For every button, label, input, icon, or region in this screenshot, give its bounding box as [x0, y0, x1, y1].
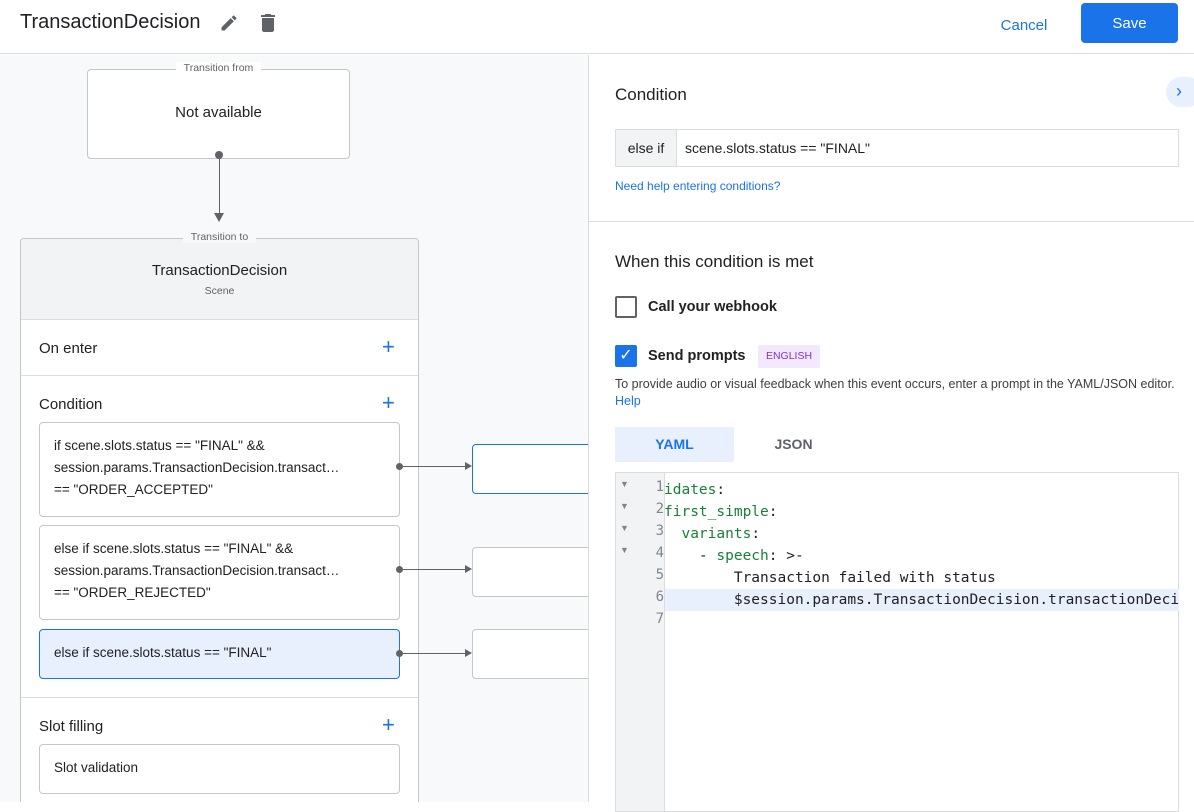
fold-icon[interactable]: ▼	[620, 545, 629, 555]
condition-value[interactable]: scene.slots.status == "FINAL"	[685, 140, 871, 156]
line-number: 2	[655, 501, 664, 517]
slot-filling-section: Slot filling +	[21, 698, 418, 798]
condition-input[interactable]: else if scene.slots.status == "FINAL"	[615, 129, 1179, 167]
condition-line: session.params.TransactionDecision.trans…	[54, 460, 340, 475]
transition-target[interactable]	[472, 444, 588, 494]
condition-item[interactable]: else if scene.slots.status == "FINAL" &&…	[39, 525, 400, 620]
transition-target[interactable]	[472, 547, 588, 597]
slot-validation-label: Slot validation	[54, 760, 139, 775]
condition-line: if scene.slots.status == "FINAL" &&	[54, 438, 265, 453]
prompt-help: To provide audio or visual feedback when…	[615, 377, 1175, 391]
tab-yaml[interactable]: YAML	[615, 427, 734, 462]
code-key: first_simple	[664, 504, 769, 520]
scene-name: TransactionDecision	[151, 262, 288, 279]
code-text: :	[768, 504, 778, 520]
cancel-button[interactable]: Cancel	[1000, 16, 1048, 34]
transition-target[interactable]	[472, 629, 588, 679]
condition-line: session.params.TransactionDecision.trans…	[54, 563, 340, 578]
scene-header[interactable]: Transition to TransactionDecision Scene	[21, 231, 418, 320]
condition-heading: Condition	[615, 85, 687, 104]
prompt-help-text: To provide audio or visual feedback when…	[615, 376, 1175, 410]
line-number: 4	[655, 545, 664, 561]
add-slot-icon[interactable]: +	[382, 712, 395, 737]
code-key: speech	[716, 548, 769, 564]
transition-from-legend: Transition from	[175, 62, 262, 74]
add-condition-icon[interactable]: +	[382, 390, 395, 415]
code-indent	[664, 526, 681, 542]
slot-validation-item[interactable]: Slot validation	[39, 744, 400, 794]
line-number: 7	[655, 611, 664, 627]
line-number: 3	[655, 523, 664, 539]
condition-section: Condition +	[21, 376, 418, 698]
code-text: : >-	[768, 548, 804, 564]
transition-from-card: Transition from Not available	[87, 62, 350, 159]
condition-label: Condition	[39, 396, 103, 413]
condition-line: == "ORDER_ACCEPTED"	[54, 482, 213, 497]
fold-icon[interactable]: ▼	[620, 523, 629, 533]
fold-icon[interactable]: ▼	[620, 479, 629, 489]
scene-type: Scene	[204, 285, 235, 297]
code-text: Transaction failed with status	[664, 570, 996, 586]
flow-canvas[interactable]: Transition from Not available Transition…	[0, 55, 588, 802]
connector-line	[218, 155, 220, 214]
language-badge: ENGLISH	[758, 345, 820, 368]
pencil-icon[interactable]	[219, 13, 239, 33]
fold-icon[interactable]: ▼	[620, 501, 629, 511]
tab-json[interactable]: JSON	[774, 436, 813, 452]
save-button[interactable]: Save	[1081, 3, 1178, 43]
condition-line: else if scene.slots.status == "FINAL" &&	[54, 541, 294, 556]
trash-icon[interactable]	[256, 11, 280, 35]
help-link[interactable]: Need help entering conditions?	[615, 179, 781, 193]
connector-arrow	[396, 565, 472, 573]
transition-from-value: Not available	[175, 104, 262, 121]
editor-gutter	[616, 473, 665, 811]
condition-item-selected[interactable]: else if scene.slots.status == "FINAL"	[39, 629, 400, 679]
transition-to-legend: Transition to	[182, 231, 257, 243]
line-number: 1	[655, 479, 664, 495]
webhook-label: Call your webhook	[648, 299, 777, 315]
slot-filling-label: Slot filling	[39, 718, 104, 735]
divider	[589, 221, 1194, 222]
active-line-highlight	[665, 589, 1179, 611]
on-enter-section[interactable]: On enter +	[21, 320, 418, 376]
condition-panel: › Condition else if scene.slots.status =…	[588, 55, 1194, 812]
arrow-icon	[214, 213, 224, 222]
condition-line: else if scene.slots.status == "FINAL"	[54, 645, 272, 660]
code-key: idates	[664, 482, 717, 498]
line-number: 5	[655, 567, 664, 583]
line-number: 6	[655, 589, 664, 605]
on-enter-label: On enter	[39, 340, 98, 357]
send-prompts-label: Send prompts	[648, 348, 746, 364]
met-heading: When this condition is met	[615, 252, 814, 271]
condition-line: == "ORDER_REJECTED"	[54, 585, 211, 600]
page-title: TransactionDecision	[20, 11, 201, 33]
code-key: variants	[681, 526, 752, 542]
connector-arrow	[396, 462, 472, 470]
code-text: :	[716, 482, 726, 498]
prompt-help-link[interactable]: Help	[615, 394, 641, 408]
add-on-enter-icon[interactable]: +	[382, 334, 395, 359]
code-text: $session.params.TransactionDecision.tran…	[664, 592, 1179, 608]
header: TransactionDecision Cancel Save	[0, 0, 1194, 54]
collapse-panel-chevron-icon[interactable]: ›	[1166, 77, 1194, 107]
send-prompts-checkbox[interactable]: ✓	[615, 345, 637, 367]
code-text: :	[751, 526, 761, 542]
connector-arrow	[396, 649, 472, 657]
code-indent: -	[664, 548, 717, 564]
webhook-checkbox[interactable]	[615, 296, 637, 318]
scene-card: Transition to TransactionDecision Scene …	[20, 231, 419, 802]
condition-prefix: else if	[616, 130, 677, 166]
condition-item[interactable]: if scene.slots.status == "FINAL" && sess…	[39, 422, 400, 517]
